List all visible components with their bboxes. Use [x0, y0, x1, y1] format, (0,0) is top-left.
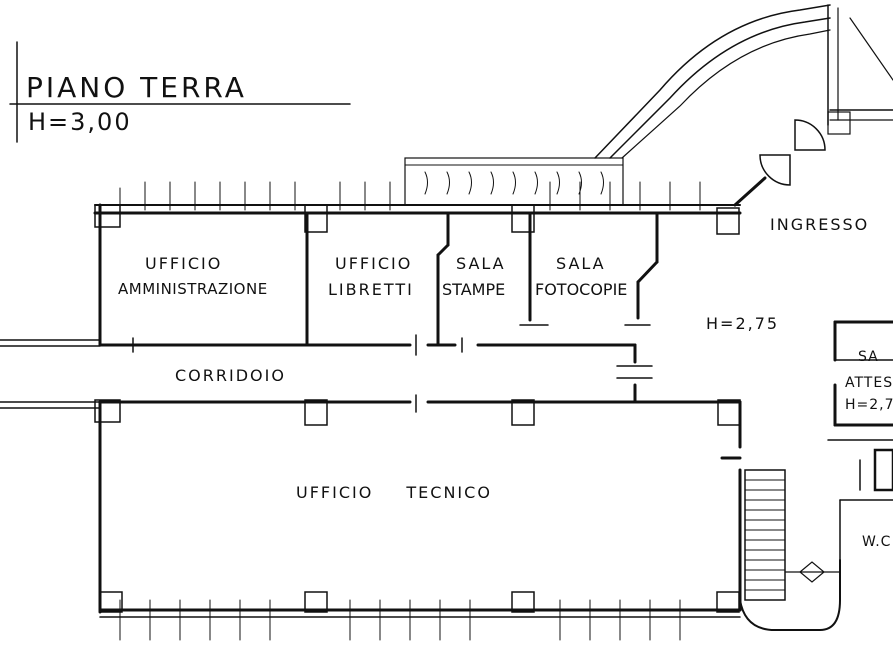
entrance-ramp [594, 4, 831, 159]
pillar [99, 591, 123, 613]
pillar [717, 399, 741, 426]
room-entrance-label: INGRESSO [770, 215, 870, 234]
stair-treads [744, 479, 786, 591]
room-libretti-label-1: UFFICIO [335, 254, 413, 273]
room-waiting-label-2: ATTES [845, 375, 893, 391]
pillar [94, 399, 121, 423]
room-technical-label: UFFICIO TECNICO [296, 483, 492, 502]
waiting-height-label: H=2,7 [845, 397, 893, 413]
pillar [716, 591, 740, 613]
entrance-height-label: H=2,75 [706, 314, 780, 333]
room-fotocopie-label-1: SALA [556, 254, 606, 273]
room-waiting-label-1: SA [858, 349, 879, 365]
plan-title: PIANO TERRA [26, 71, 247, 104]
pillar [511, 591, 535, 613]
room-fotocopie-label-2: FOTOCOPIE [535, 280, 628, 299]
room-admin-label-1: UFFICIO [145, 254, 223, 273]
pillar [304, 591, 328, 613]
canopy [404, 157, 624, 206]
pillar [304, 204, 328, 233]
room-wc-label: W.C. [862, 534, 893, 550]
bottom-wall-ticks [119, 599, 681, 641]
plan-height-main: H=3,00 [28, 108, 132, 136]
staircase [744, 469, 786, 601]
pillar [94, 204, 121, 228]
room-stampe-label-2: STAMPE [442, 280, 506, 299]
room-corridor-label: CORRIDOIO [175, 366, 286, 385]
pillar [511, 399, 535, 426]
room-libretti-label-2: LIBRETTI [328, 280, 414, 299]
pillar [716, 207, 740, 235]
entrance-door [733, 176, 767, 207]
pillar [304, 399, 328, 426]
room-admin-label-2: AMMINISTRAZIONE [118, 280, 268, 298]
room-stampe-label-1: SALA [456, 254, 506, 273]
